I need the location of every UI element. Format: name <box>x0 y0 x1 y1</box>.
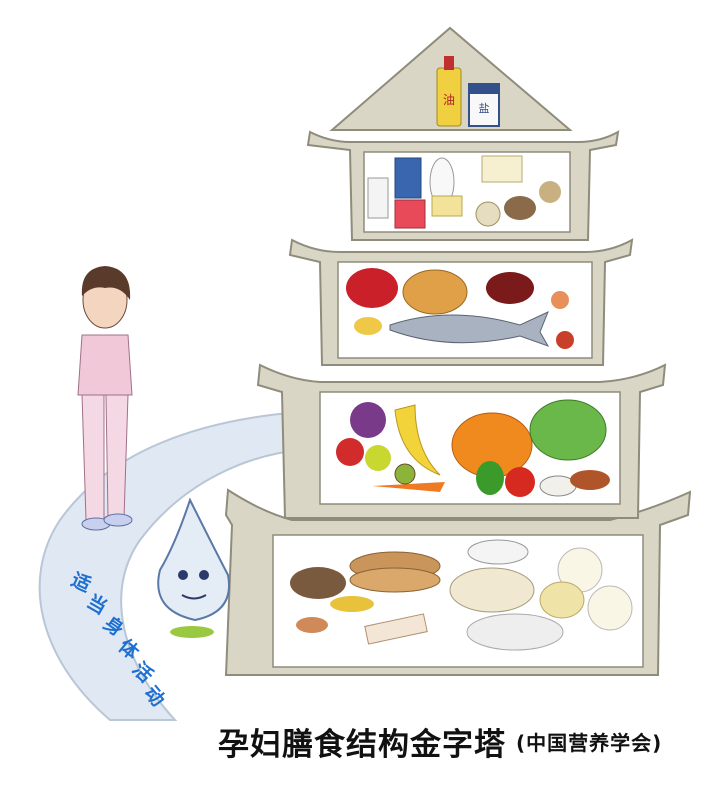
caption: 孕妇膳食结构金字塔 (中国营养学会) <box>218 716 718 766</box>
grapes <box>350 402 386 438</box>
fish <box>389 311 550 347</box>
water-drop-mascot <box>157 497 230 638</box>
tier-3-meat-fish <box>288 238 634 366</box>
roast-chicken <box>402 269 468 315</box>
tier-5-grains <box>224 488 692 676</box>
cabbage <box>529 399 607 461</box>
liver <box>486 272 534 304</box>
tier-4-fruits-vegetables <box>256 363 667 519</box>
salt-label: 盐 <box>479 102 490 115</box>
walking-woman <box>77 266 133 531</box>
dumpling-plate <box>466 613 564 651</box>
shrimp <box>551 291 569 309</box>
bread-loaf <box>290 567 346 599</box>
grains <box>296 617 328 633</box>
cheese <box>431 195 463 217</box>
milk-glass <box>367 177 389 219</box>
activity-path <box>38 410 301 721</box>
kiwi <box>394 463 416 485</box>
tofu <box>481 155 523 183</box>
beans <box>539 181 561 203</box>
sweet-potato <box>570 470 610 490</box>
carrot <box>372 482 445 492</box>
oil-label: 油 <box>443 93 455 107</box>
diagram-source: (中国营养学会) <box>516 730 663 755</box>
red-meat <box>346 268 398 308</box>
tomato <box>505 467 535 497</box>
yogurt-box <box>394 199 426 229</box>
corn <box>330 596 374 612</box>
soybeans <box>475 201 501 227</box>
tier-1-oil-salt: 油 盐 <box>329 26 573 131</box>
noodle-bowl <box>449 567 535 613</box>
tier-2-dairy-beans <box>306 130 620 241</box>
eggs <box>354 317 382 335</box>
bananas <box>394 404 441 476</box>
green-pepper <box>476 461 504 495</box>
rice-bowl <box>467 539 529 565</box>
diagram-title: 孕妇膳食结构金字塔 <box>218 726 506 763</box>
milk-carton <box>394 157 422 199</box>
apple <box>336 438 364 466</box>
nuts <box>504 196 536 220</box>
rice-bag <box>364 613 428 645</box>
potato <box>539 581 585 619</box>
